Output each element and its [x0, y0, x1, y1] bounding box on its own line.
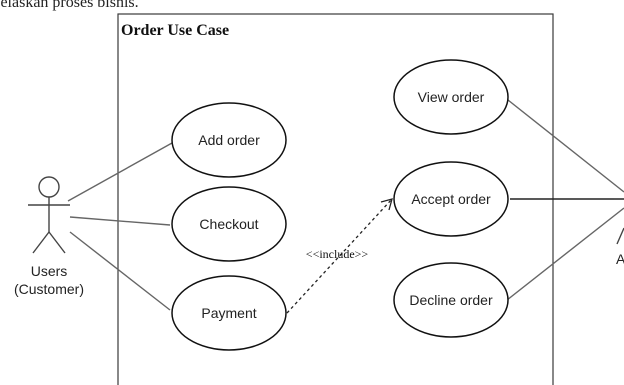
- actor-users: [28, 176, 70, 254]
- use-case-add-order-label: Add order: [198, 132, 260, 148]
- system-boundary: [117, 13, 554, 385]
- actor-users-left-leg: [32, 231, 50, 254]
- use-case-decline-order-ellipse: [393, 262, 509, 338]
- actor-users-label-line1: Users: [31, 263, 68, 279]
- use-case-view-order-label: View order: [418, 89, 485, 105]
- use-case-add-order: Add order: [171, 102, 287, 178]
- use-case-payment: Payment: [171, 275, 287, 351]
- association-users-checkout: [69, 216, 171, 226]
- include-dependency-line: [286, 198, 393, 314]
- actor-admin-leg-fragment: [616, 227, 624, 245]
- associations: [67, 99, 624, 311]
- use-case-view-order: View order: [393, 59, 509, 135]
- association-users-payment: [69, 231, 171, 311]
- use-case-checkout: Checkout: [171, 186, 287, 262]
- actor-users-head: [38, 176, 60, 198]
- use-case-checkout-ellipse: [171, 186, 287, 262]
- association-users-add-order: [67, 142, 173, 202]
- actor-admin-label: A: [616, 251, 624, 267]
- use-case-decline-order: Decline order: [393, 262, 509, 338]
- use-case-payment-label: Payment: [201, 305, 256, 321]
- use-case-accept-order-ellipse: [393, 161, 509, 237]
- association-decline-order-admin: [506, 207, 624, 301]
- association-view-order-admin: [507, 99, 624, 193]
- use-case-add-order-ellipse: [171, 102, 287, 178]
- use-case-payment-ellipse: [171, 275, 287, 351]
- use-case-view-order-ellipse: [393, 59, 509, 135]
- include-arrowhead: [380, 198, 393, 211]
- use-case-decline-order-label: Decline order: [409, 292, 493, 308]
- document-top-text: jelaskan proses bisnis.: [0, 0, 139, 11]
- include-label: <<include>>: [306, 247, 369, 261]
- use-case-checkout-label: Checkout: [199, 216, 258, 232]
- actor-users-right-leg: [48, 231, 66, 254]
- system-title: Order Use Case: [121, 22, 229, 39]
- use-case-accept-order: Accept order: [393, 161, 509, 237]
- actor-admin: [614, 198, 624, 245]
- actor-users-label-line2: (Customer): [14, 281, 84, 297]
- use-case-accept-order-label: Accept order: [411, 191, 491, 207]
